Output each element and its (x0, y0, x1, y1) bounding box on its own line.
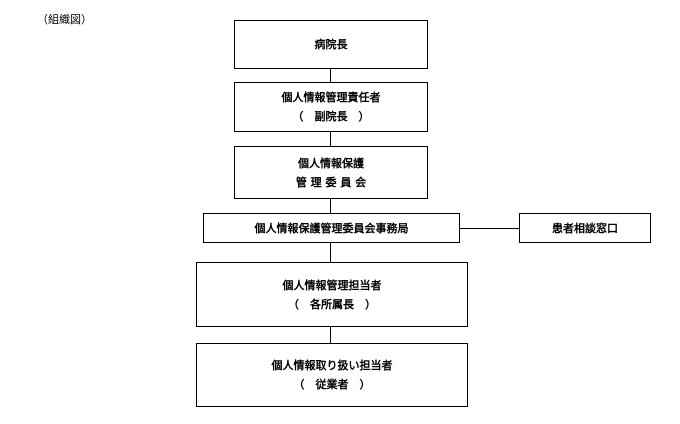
node-committee-line1: 個人情報保護 (298, 156, 364, 170)
node-committee: 個人情報保護 管 理 委 員 会 (234, 146, 428, 199)
node-info-handler-title: 個人情報取り扱い担当者 (271, 359, 393, 372)
node-info-handler-role: （ 従業者 ） (293, 378, 371, 391)
node-patient-consultation: 患者相談窓口 (519, 213, 651, 243)
node-privacy-officer-role: （ 副院長 ） (292, 110, 370, 123)
node-committee-line2: 管 理 委 員 会 (295, 175, 367, 189)
diagram-heading: （組織図） (37, 13, 92, 26)
node-patient-consultation-title: 患者相談窓口 (552, 221, 618, 235)
node-privacy-officer: 個人情報管理責任者 （ 副院長 ） (234, 82, 428, 132)
node-privacy-officer-title: 個人情報管理責任者 (281, 91, 381, 104)
node-secretariat: 個人情報保護管理委員会事務局 (203, 213, 460, 243)
node-secretariat-title: 個人情報保護管理委員会事務局 (254, 221, 409, 235)
node-info-manager-title: 個人情報管理担当者 (282, 278, 382, 292)
node-director: 病院長 (234, 20, 428, 69)
node-info-handler: 個人情報取り扱い担当者 （ 従業者 ） (196, 343, 468, 407)
node-director-title: 病院長 (314, 38, 348, 51)
node-info-manager: 個人情報管理担当者 （ 各所属長 ） (196, 262, 468, 327)
node-info-manager-role: （ 各所属長 ） (288, 297, 376, 311)
